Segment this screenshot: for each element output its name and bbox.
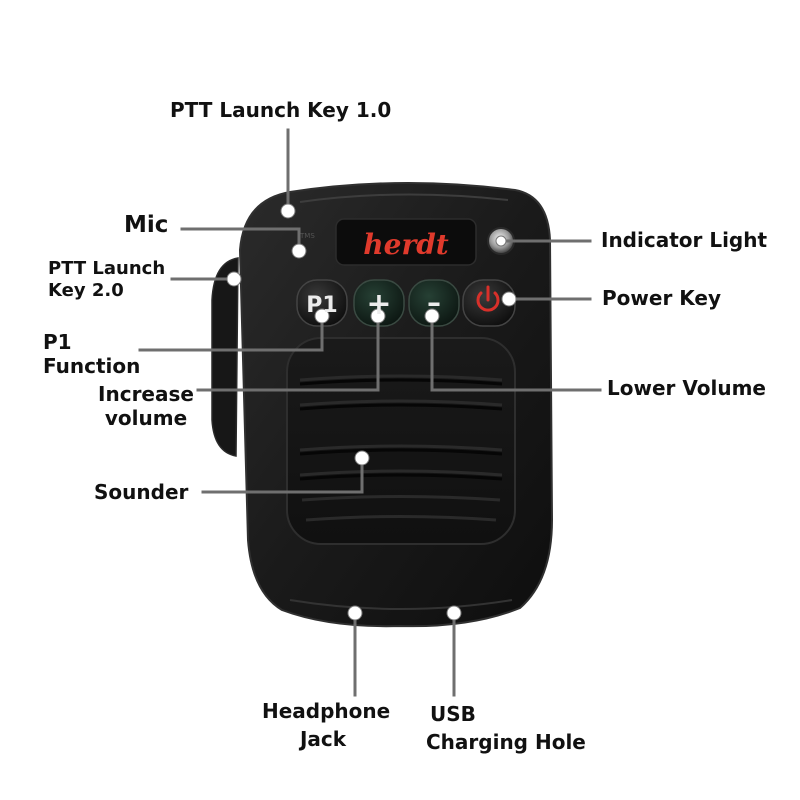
label-indicator-light: Indicator Light [601,228,768,252]
svg-text:TMS: TMS [299,232,315,240]
dot-p1 [314,308,330,324]
minus-button-label: – [427,286,441,319]
grill-slots [299,374,503,522]
dot-headphone [347,605,363,621]
dot-sounder [354,450,370,466]
label-usb-line2: Charging Hole [426,730,586,754]
label-ptt2-line1: PTT Launch [48,258,166,279]
label-lower-volume: Lower Volume [607,376,766,400]
label-power-key: Power Key [602,286,722,310]
label-usb-line1: USB [430,702,476,726]
label-inc-line2: volume [104,406,188,430]
power-icon [476,285,500,312]
plus-button-label: + [366,287,391,322]
dot-plus [370,308,386,324]
dot-ptt1 [280,203,296,219]
label-mic: Mic [124,212,169,238]
brand-logo: herdt [363,228,449,261]
label-usb-charging-hole: USB Charging Hole [426,702,586,754]
dot-minus [424,308,440,324]
callout-dots [226,203,517,621]
label-ptt-launch-key-1: PTT Launch Key 1.0 [170,98,392,122]
label-increase-volume: Increase volume [96,382,196,430]
ptt-2-side-button [211,257,239,457]
dot-mic [291,243,307,259]
speaker-grill [286,337,516,545]
dot-usb [446,605,462,621]
minus-button [408,279,460,327]
p1-button-label: P1 [306,293,337,318]
label-p1-function: P1 Function [43,330,140,378]
label-headphone-line1: Headphone [262,699,391,723]
label-ptt2-line2: Key 2.0 [48,279,124,301]
logo-window [335,218,477,266]
label-headphone-line2: Jack [299,727,347,751]
label-p1-line2: Function [43,354,141,378]
label-sounder: Sounder [94,480,189,504]
dot-indicator [495,235,507,247]
label-headphone-jack: Headphone Jack [262,699,391,751]
dot-power [501,291,517,307]
dot-ptt2 [226,271,242,287]
label-ptt-launch-key-2: PTT Launch Key 2.0 [48,258,165,301]
label-p1-line1: P1 [43,330,72,354]
label-inc-line1: Increase [98,382,194,406]
